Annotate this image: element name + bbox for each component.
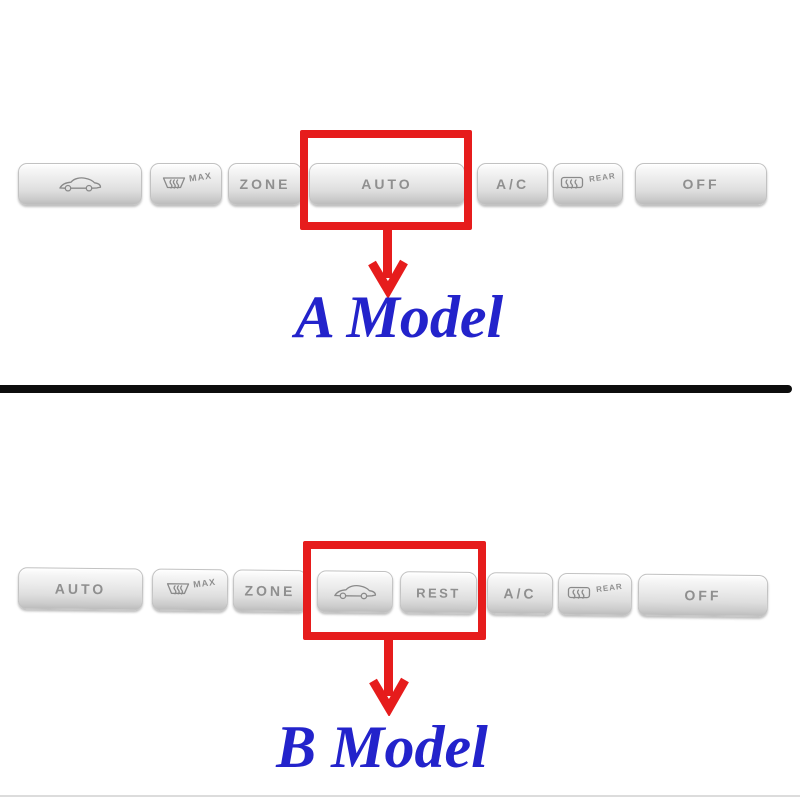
recirculation-button: [18, 163, 142, 205]
auto-label: AUTO: [361, 176, 413, 192]
highlight-box-b: [303, 541, 486, 640]
off-label: OFF: [682, 176, 720, 192]
ac-button: A/C: [486, 572, 554, 615]
zone-label: ZONE: [239, 176, 291, 192]
rear-defrost-icon: [567, 586, 591, 599]
rear-label: REAR: [595, 581, 624, 594]
model-a-label: A Model: [294, 284, 504, 350]
max-label: MAX: [192, 576, 217, 590]
car-icon: [334, 584, 377, 600]
max-label: MAX: [188, 170, 213, 184]
model-b-label: B Model: [276, 714, 488, 780]
windshield-defrost-max-button: MAX: [151, 568, 229, 612]
off-button: OFF: [635, 163, 767, 205]
button-strip-b: AUTO MAX ZONE REST A/C: [0, 567, 800, 618]
rear-defrost-button: REAR: [557, 572, 633, 616]
windshield-defrost-icon: [166, 583, 190, 595]
car-icon: [59, 177, 102, 192]
highlight-box-a: [300, 130, 472, 230]
off-label: OFF: [684, 587, 722, 604]
rear-defrost-icon: [561, 176, 584, 189]
down-arrow-a-icon: [358, 226, 422, 303]
rear-defrost-button: REAR: [553, 163, 623, 205]
auto-label: AUTO: [54, 580, 107, 598]
down-arrow-b-icon: [358, 638, 422, 721]
bottom-edge-line: [0, 795, 800, 797]
windshield-defrost-max-button: MAX: [150, 163, 222, 205]
windshield-defrost-icon: [162, 177, 186, 189]
zone-label: ZONE: [244, 582, 296, 600]
off-button: OFF: [637, 573, 769, 618]
rear-label: REAR: [588, 170, 617, 184]
divider-line: [0, 385, 792, 393]
recirculation-button: [316, 570, 394, 614]
ac-button: A/C: [477, 163, 548, 205]
zone-button: ZONE: [232, 569, 308, 613]
zone-button: ZONE: [228, 163, 302, 205]
auto-button: AUTO: [309, 163, 465, 205]
ac-label: A/C: [495, 176, 530, 192]
auto-button: AUTO: [17, 567, 144, 611]
ac-label: A/C: [503, 585, 537, 602]
